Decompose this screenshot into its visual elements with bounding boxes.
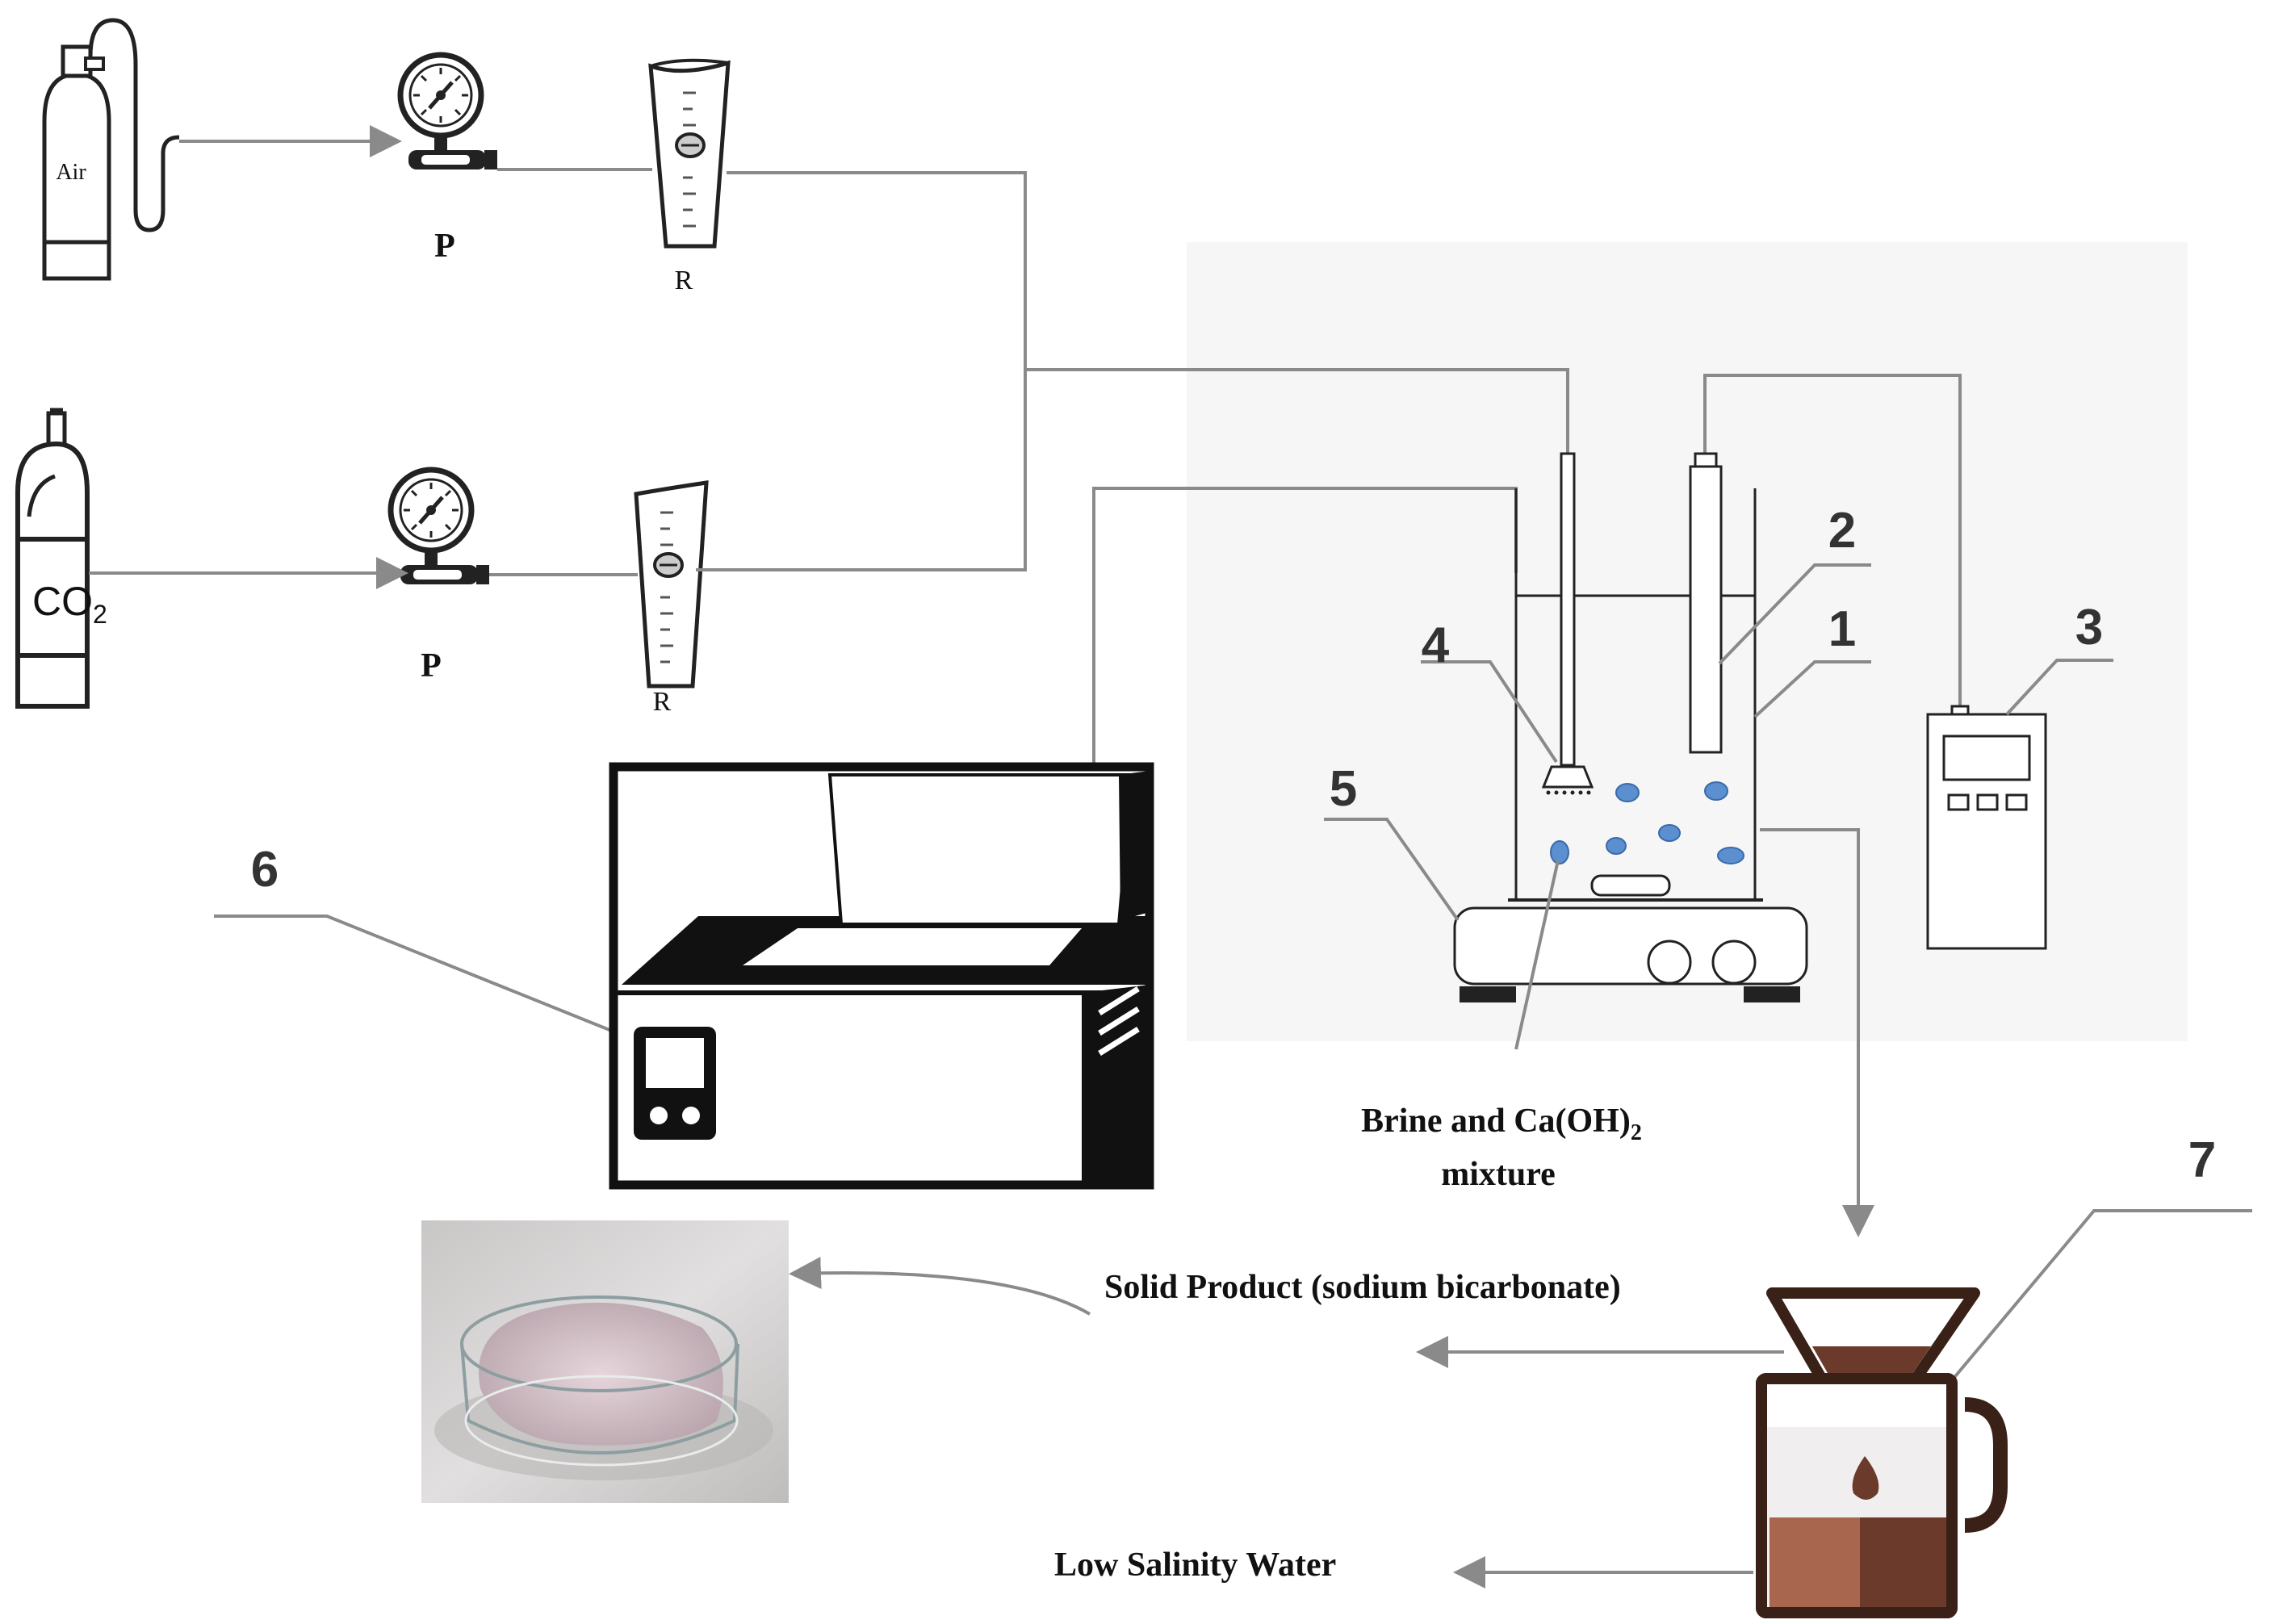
gas-lines bbox=[89, 125, 1962, 1237]
air-cylinder: Air bbox=[42, 18, 180, 281]
rotameter-co2 bbox=[634, 480, 709, 689]
mixture-label-line2: mixture bbox=[1441, 1156, 1556, 1193]
label-number-2: 2 bbox=[1828, 503, 1856, 559]
label-number-5: 5 bbox=[1330, 761, 1357, 817]
label-number-6: 6 bbox=[251, 842, 279, 898]
co2-label: CO2 bbox=[32, 579, 107, 629]
product-photo bbox=[421, 1220, 789, 1503]
drying-oven bbox=[609, 762, 1154, 1190]
air-label: Air bbox=[56, 160, 86, 185]
rotameter-air-label: R bbox=[675, 266, 693, 295]
regulator-air-label: P bbox=[434, 228, 455, 265]
regulator-co2-label: P bbox=[421, 647, 442, 684]
pressure-regulator-co2 bbox=[387, 467, 489, 584]
ph-probe bbox=[1689, 452, 1723, 754]
label-number-3: 3 bbox=[2075, 600, 2103, 655]
bubbles bbox=[1550, 781, 1744, 864]
rotameter-co2-label: R bbox=[653, 687, 672, 717]
low-salinity-label: Low Salinity Water bbox=[1054, 1547, 1336, 1584]
co2-cylinder: CO2 bbox=[15, 408, 107, 709]
mixture-label-line1: Brine and Ca(OH)2 bbox=[1361, 1103, 1642, 1145]
gas-sparger bbox=[1541, 452, 1594, 795]
ph-meter bbox=[1926, 705, 2047, 950]
rotameter-air bbox=[648, 58, 731, 249]
solid-product-label: Solid Product (sodium bicarbonate) bbox=[1104, 1269, 1621, 1306]
filter-cup bbox=[1756, 1287, 2008, 1618]
label-number-1: 1 bbox=[1828, 601, 1856, 657]
stir-bar bbox=[1590, 874, 1671, 897]
arrow-to-photo bbox=[789, 1257, 1091, 1316]
label-number-4: 4 bbox=[1422, 617, 1450, 673]
pressure-regulator-air bbox=[397, 52, 497, 170]
label-number-7: 7 bbox=[2188, 1132, 2216, 1188]
leader-lines bbox=[214, 563, 2252, 1382]
